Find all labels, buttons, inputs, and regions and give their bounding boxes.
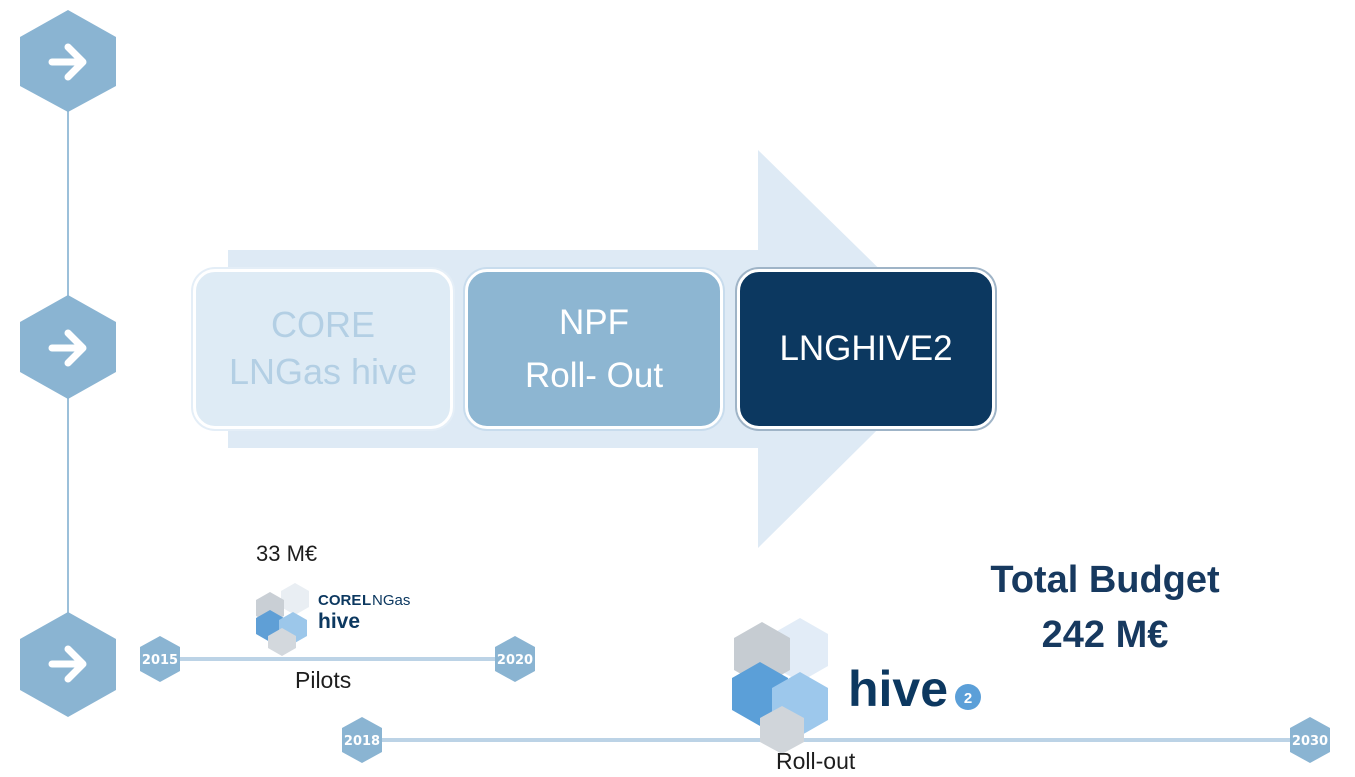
pilots-phase-label: Pilots <box>295 667 352 693</box>
svg-text:2: 2 <box>964 690 972 707</box>
total-budget-value: 242 M€ <box>1041 614 1169 657</box>
svg-text:hive: hive <box>848 661 948 717</box>
stage-box-core: CORE LNGas hive <box>193 269 453 429</box>
arrow-right-icon[interactable] <box>20 10 116 112</box>
rollout-phase-label: Roll-out <box>776 748 856 774</box>
stage-npf-line2: Roll- Out <box>524 356 664 395</box>
svg-text:hive: hive <box>318 610 360 633</box>
year-marker-2020: 2020 <box>495 636 535 682</box>
total-budget: Total Budget 242 M€ <box>950 553 1260 663</box>
svg-text:2030: 2030 <box>1292 734 1328 749</box>
year-marker-2018: 2018 <box>342 717 382 763</box>
svg-text:2018: 2018 <box>344 734 380 749</box>
year-marker-2030: 2030 <box>1290 717 1330 763</box>
stage-box-lnghive2: LNGHIVE2 <box>737 269 995 429</box>
stage-npf-line1: NPF <box>559 302 629 342</box>
total-budget-title: Total Budget <box>990 559 1220 601</box>
core-lngas-hive-logo: CORE L NGas hive <box>256 583 410 656</box>
svg-text:2020: 2020 <box>497 653 533 668</box>
arrow-right-icon[interactable] <box>20 295 116 399</box>
stage-core-line2: LNGas hive <box>228 351 418 392</box>
stage-lnghive2-line1: LNGHIVE2 <box>779 329 953 369</box>
svg-text:2015: 2015 <box>142 653 178 668</box>
core-budget-label: 33 M€ <box>256 541 318 566</box>
stage-core-line1: CORE <box>270 304 375 346</box>
svg-text:CORE: CORE <box>318 592 361 609</box>
year-marker-2015: 2015 <box>140 636 180 682</box>
arrow-right-icon[interactable] <box>20 612 116 717</box>
stage-box-npf: NPF Roll- Out <box>465 269 723 429</box>
hive2-logo: hive 2 <box>732 618 981 754</box>
svg-text:NGas: NGas <box>372 592 410 609</box>
svg-text:L: L <box>362 592 371 609</box>
